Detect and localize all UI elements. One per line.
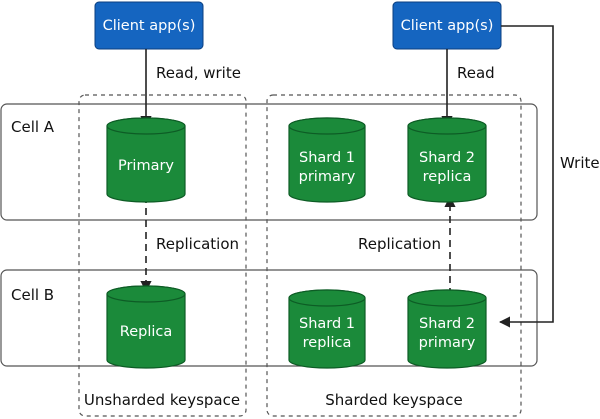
read-label: Read [457,64,495,82]
db-b-shard2-line2: primary [419,335,476,351]
cell-b-box [0,269,538,367]
client-app-left-label: Client app(s) [103,18,196,34]
db-b-shard1-line2: replica [303,335,352,351]
db-a-shard2: Shard 2 replica [407,117,487,203]
db-b-shard2-line1: Shard 2 [419,316,475,332]
sharded-keyspace-box [266,94,522,417]
client-app-right: Client app(s) [392,1,502,50]
db-a-shard1-line2: primary [299,169,356,185]
cylinder-top [407,289,487,307]
read-write-label: Read, write [156,64,241,82]
db-replica-line1: Replica [120,324,172,340]
cylinder-top [288,289,366,307]
cylinder-top [106,117,186,135]
db-a-shard2-line2: replica [423,169,472,185]
db-b-shard2: Shard 2 primary [407,289,487,369]
unsharded-keyspace-box [78,94,247,417]
db-primary-line1: Primary [118,158,174,174]
sharded-keyspace-label: Sharded keyspace [325,391,462,409]
write-arrow [498,25,554,328]
cell-a-label: Cell A [11,118,55,136]
cell-b-label: Cell B [11,286,54,304]
write-label: Write [560,154,600,172]
cylinder-top [288,117,366,135]
db-a-shard1-line1: Shard 1 [299,150,355,166]
client-app-left: Client app(s) [94,1,204,50]
replication-left-label: Replication [156,235,239,253]
db-primary: Primary [106,117,186,203]
cell-a-box [0,103,538,221]
db-b-shard1: Shard 1 replica [288,289,366,369]
client-app-right-label: Client app(s) [401,18,494,34]
db-a-shard2-line1: Shard 2 [419,150,475,166]
db-b-shard1-line1: Shard 1 [299,316,355,332]
cylinder-top [106,285,186,303]
unsharded-keyspace-label: Unsharded keyspace [84,391,240,409]
db-replica: Replica [106,285,186,369]
db-a-shard1: Shard 1 primary [288,117,366,203]
cylinder-top [407,117,487,135]
replication-right-label: Replication [358,235,441,253]
